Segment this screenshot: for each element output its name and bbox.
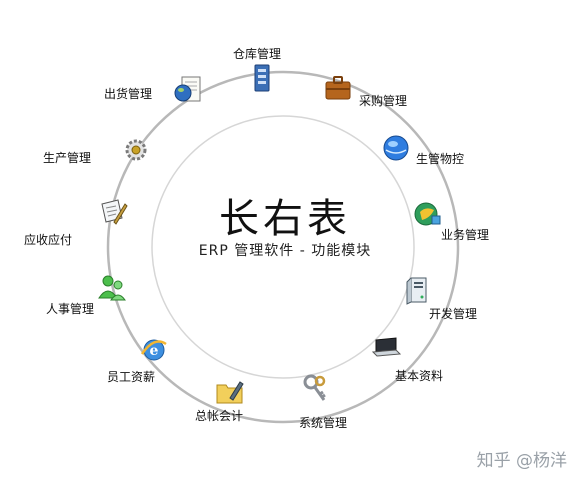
module-label-purchasing: 采购管理 <box>359 94 408 108</box>
folder-pencil-icon[interactable] <box>214 376 246 408</box>
gear-icon[interactable] <box>120 134 152 166</box>
center-title: 长右表 <box>219 196 351 242</box>
keys-icon[interactable] <box>300 372 332 404</box>
module-label-development: 开发管理 <box>429 307 478 321</box>
svg-text:e: e <box>150 343 159 359</box>
globe-icon[interactable] <box>380 132 412 164</box>
center-subtitle: ERP 管理软件 - 功能模块 <box>198 243 372 259</box>
module-label-receivables-payables: 应收应付 <box>24 233 73 247</box>
laptop-icon[interactable] <box>370 330 402 362</box>
ie-globe-icon[interactable]: e <box>138 334 170 366</box>
module-label-basic-data: 基本资料 <box>395 369 444 383</box>
module-label-personnel: 人事管理 <box>46 302 95 316</box>
briefcase-icon[interactable] <box>322 72 354 104</box>
server-icon[interactable] <box>402 274 434 306</box>
warehouse-icon[interactable] <box>246 62 278 94</box>
people-icon[interactable] <box>96 272 128 304</box>
document-pen-icon[interactable] <box>96 196 128 228</box>
module-label-warehouse: 仓库管理 <box>233 47 282 61</box>
globe-document-icon[interactable] <box>172 74 204 106</box>
module-label-system: 系统管理 <box>299 416 348 430</box>
module-label-payroll: 员工资薪 <box>107 370 156 384</box>
module-label-production-control: 生管物控 <box>416 152 465 166</box>
module-label-business: 业务管理 <box>441 228 490 242</box>
business-icon[interactable] <box>412 198 444 230</box>
module-label-production: 生产管理 <box>43 151 92 165</box>
module-label-general-ledger: 总帐会计 <box>195 409 244 423</box>
watermark: 知乎 @杨洋 <box>476 451 567 471</box>
module-label-shipping: 出货管理 <box>104 87 153 101</box>
